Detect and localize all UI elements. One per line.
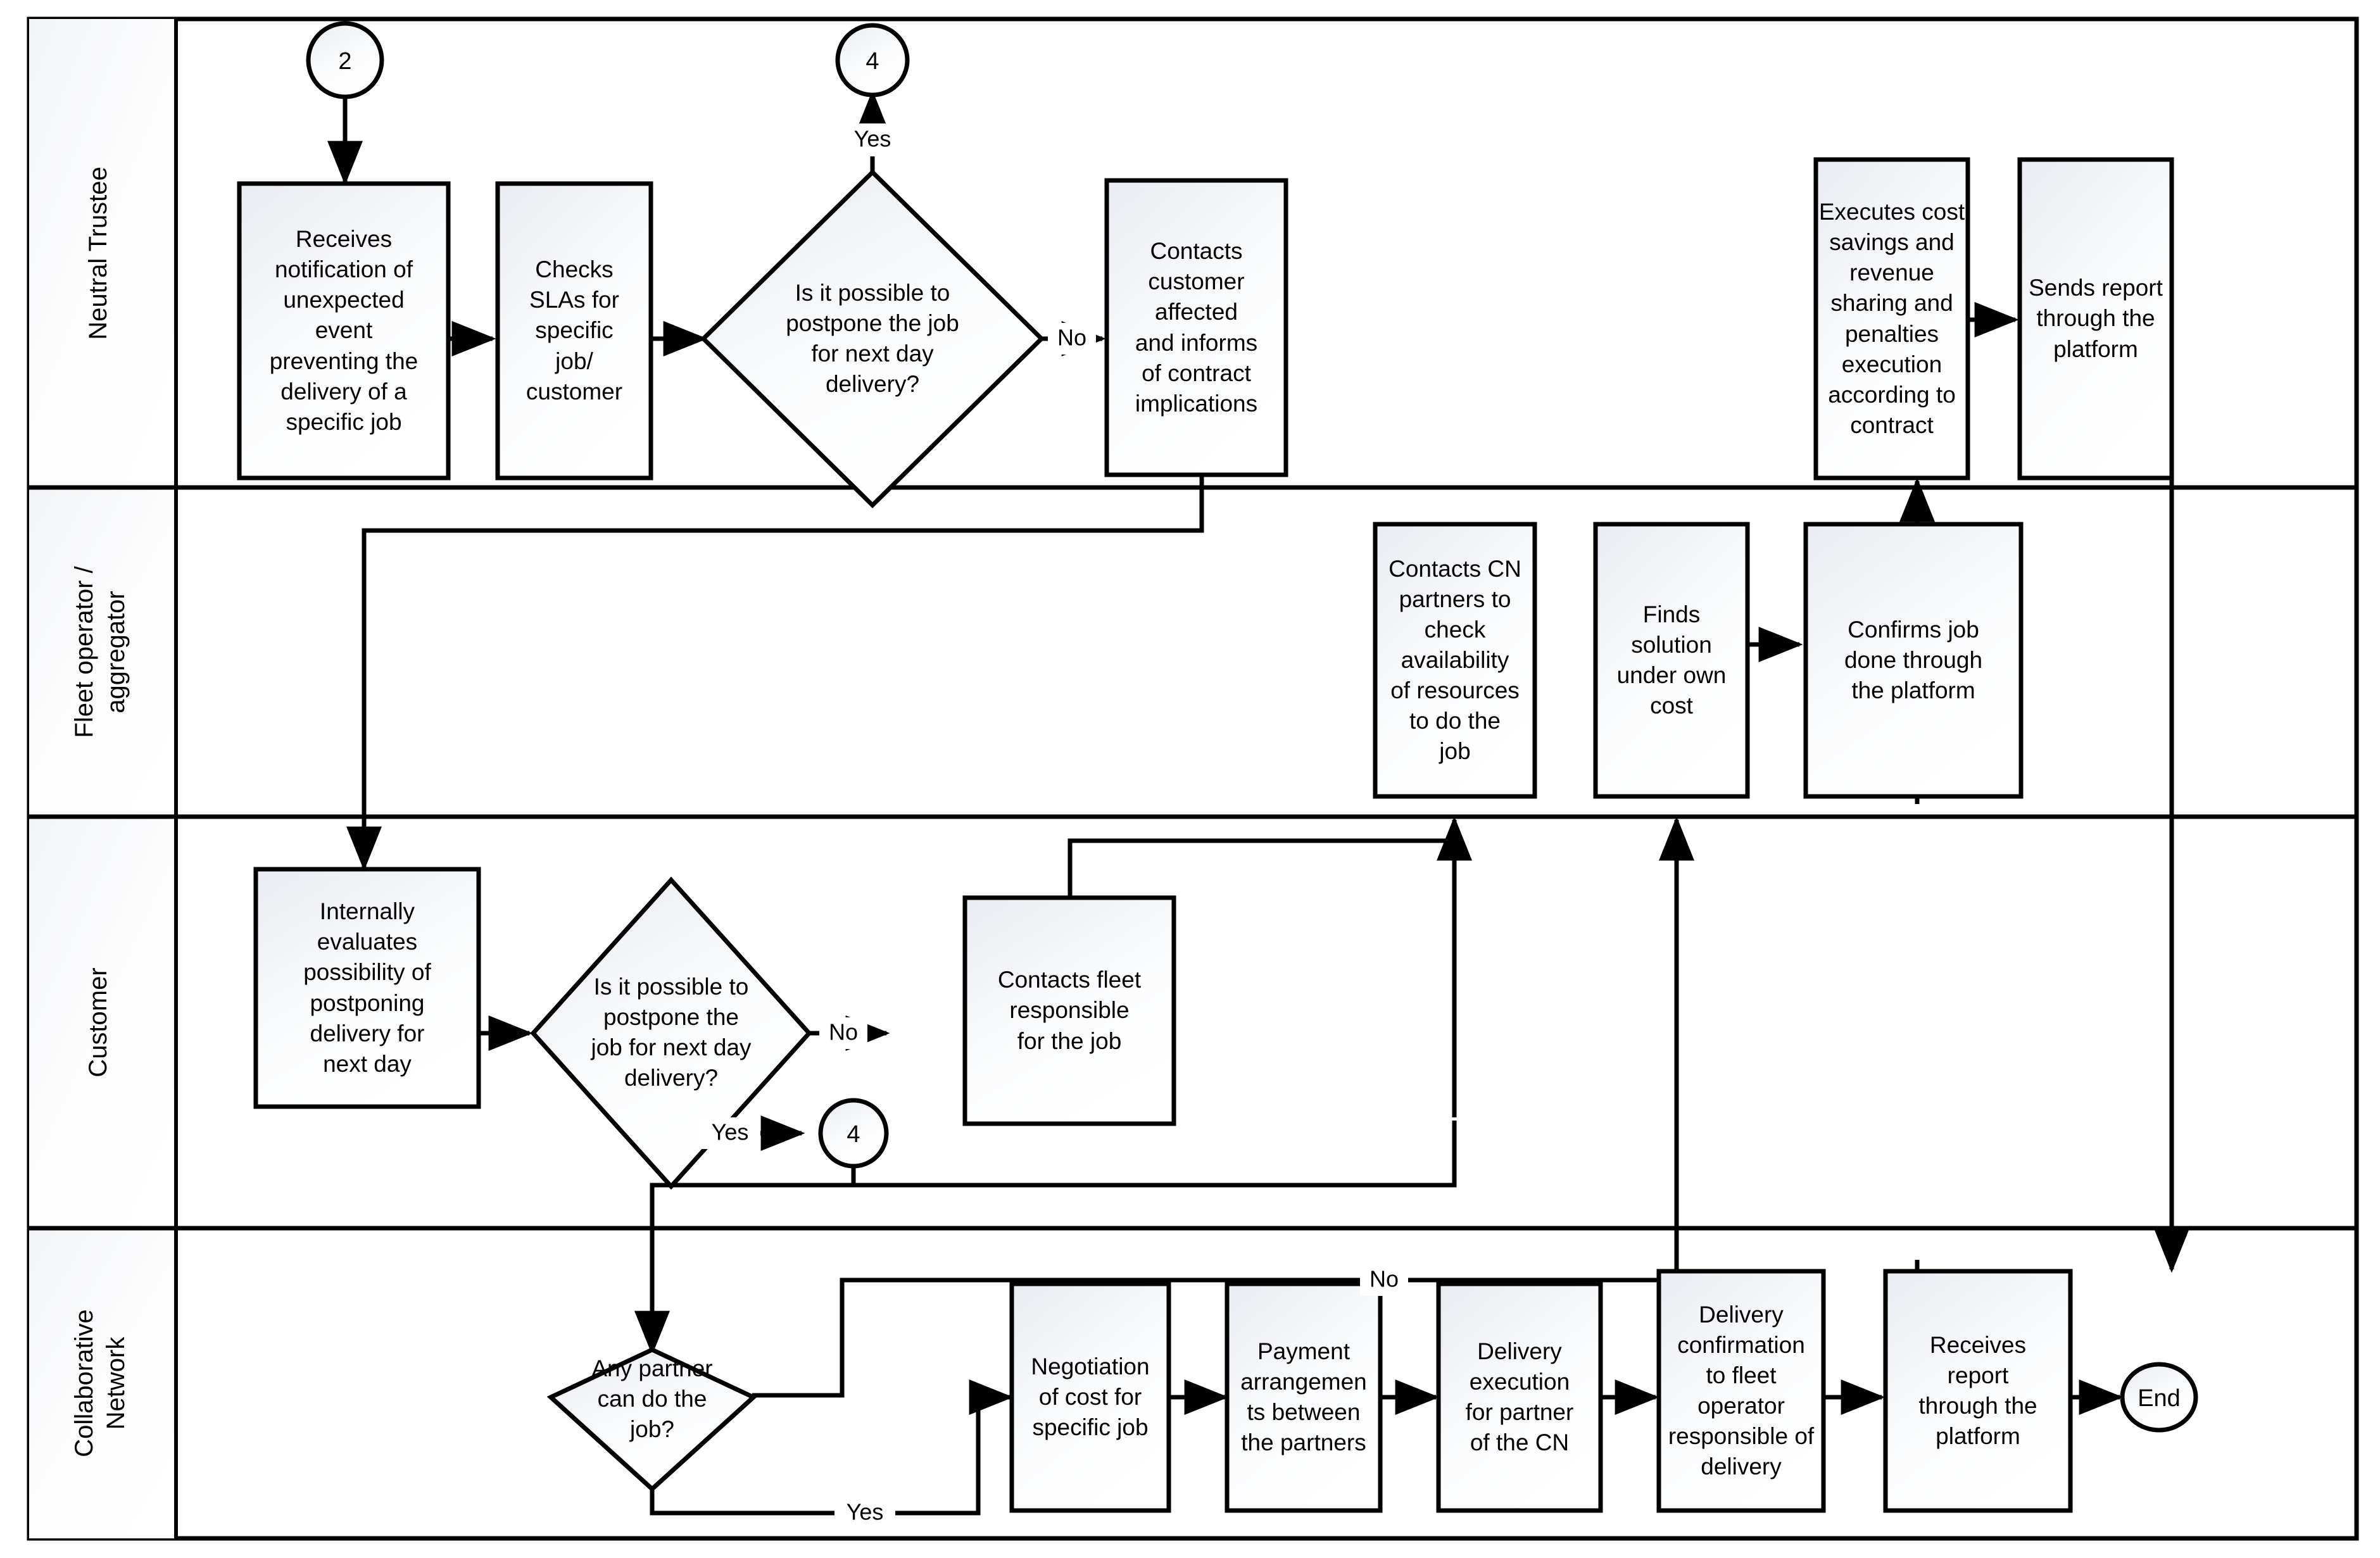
node-label: Confirms job done through the platform	[1844, 616, 1983, 704]
node-label: 4	[866, 48, 879, 75]
node-end-event[interactable]: End	[2120, 1362, 2198, 1433]
edge-anypartner-no	[752, 1278, 1677, 1398]
node-finds-solution[interactable]: Finds solution under own cost	[1592, 522, 1751, 799]
node-label: Contacts customer affected and informs o…	[1135, 238, 1258, 417]
lane-label-text: Customer	[84, 967, 112, 1077]
lane-label-text: Neutral Trustee	[84, 166, 112, 339]
edge-label-text: Yes	[847, 1499, 884, 1525]
node-label: Payment arrangemen ts between the partne…	[1240, 1338, 1367, 1456]
node-label: Negotiation of cost for specific job	[1031, 1353, 1150, 1441]
node-receives-notification[interactable]: Receives notification of unexpected even…	[237, 181, 451, 481]
node-label: Delivery confirmation to fleet operator …	[1668, 1301, 1815, 1480]
node-connector-4-customer[interactable]: 4	[818, 1098, 889, 1169]
node-label: Receives report through the platform	[1918, 1331, 2037, 1450]
node-confirms-job-done[interactable]: Confirms job done through the platform	[1803, 522, 2024, 799]
edge-label-text: Yes	[712, 1119, 749, 1145]
edge-label-text: No	[829, 1019, 858, 1045]
node-checks-slas[interactable]: Checks SLAs for specific job/ customer	[495, 181, 653, 481]
node-label: Any partner can do the job?	[591, 1355, 713, 1443]
node-label: Is it possible to postpone the job for n…	[786, 279, 959, 398]
node-label: Internally evaluates possibility of post…	[303, 898, 431, 1077]
node-label: End	[2138, 1385, 2181, 1412]
edge-contacts-customer-to-internally-eval	[346, 475, 1204, 871]
lane-label-text: Fleet operator /aggregator	[70, 565, 130, 738]
node-label: Is it possible to postpone the job for n…	[591, 973, 752, 1091]
node-label: Contacts CN partners to check availabili…	[1388, 555, 1521, 765]
node-label: 2	[338, 48, 351, 75]
node-label: Checks SLAs for specific job/ customer	[526, 256, 623, 405]
edge-label-no-customer: No	[819, 1017, 867, 1049]
node-contacts-fleet-responsible[interactable]: Contacts fleet responsible for the job	[962, 895, 1176, 1126]
edge-labels: Yes No No Yes No Yes	[700, 123, 1408, 1529]
node-label: Sends report through the platform	[2029, 275, 2163, 362]
edge-loop-rail-right	[652, 1121, 1457, 1188]
node-start-2[interactable]: 2	[306, 21, 384, 99]
node-receives-report[interactable]: Receives report through the platform	[1882, 1269, 2074, 1513]
node-sends-report[interactable]: Sends report through the platform	[2016, 157, 2175, 481]
node-executes-cost-savings[interactable]: Executes cost savings and revenue sharin…	[1812, 157, 1972, 481]
node-delivery-confirmation[interactable]: Delivery confirmation to fleet operator …	[1651, 1269, 1831, 1513]
edge-label-text: No	[1369, 1266, 1399, 1292]
node-internally-evaluates[interactable]: Internally evaluates possibility of post…	[253, 867, 481, 1109]
edge-label-text: No	[1057, 325, 1086, 351]
lane-label-neutral-trustee: Neutral Trustee	[84, 166, 112, 339]
node-decision-any-partner[interactable]: Any partner can do the job?	[543, 1336, 761, 1492]
node-decision-postpone-trustee[interactable]: Is it possible to postpone the job for n…	[700, 169, 1045, 508]
node-label: Receives notification of unexpected even…	[269, 226, 419, 435]
node-contacts-customer[interactable]: Contacts customer affected and informs o…	[1104, 178, 1288, 477]
edge-anypartner-yes-leg	[650, 1397, 981, 1516]
edge-label-no-trustee: No	[1048, 323, 1096, 355]
edge-label-yes-customer: Yes	[700, 1117, 760, 1149]
node-label: Contacts fleet responsible for the job	[997, 967, 1142, 1054]
edge-label-yes-trustee: Yes	[843, 123, 902, 156]
node-label: Executes cost savings and revenue sharin…	[1818, 199, 1965, 438]
lane-label-customer: Customer	[84, 967, 112, 1077]
node-label: Delivery execution for partner of the CN	[1465, 1338, 1574, 1456]
node-decision-postpone-customer[interactable]: Is it possible to postpone the job for n…	[530, 876, 812, 1190]
node-label: Finds solution under own cost	[1616, 601, 1727, 719]
edge-label-text: Yes	[854, 126, 891, 152]
node-delivery-execution[interactable]: Delivery execution for partner of the CN	[1435, 1281, 1604, 1513]
node-label: 4	[847, 1121, 860, 1148]
node-negotiation-of-cost[interactable]: Negotiation of cost for specific job	[1008, 1281, 1173, 1513]
lane-label-fleet-operator: Fleet operator /aggregator	[70, 565, 130, 738]
node-connector-4-top[interactable]: 4	[835, 23, 910, 97]
edge-label-no-collaborative: No	[1360, 1264, 1408, 1296]
edge-label-yes-collaborative: Yes	[834, 1497, 895, 1529]
node-contacts-cn-partners[interactable]: Contacts CN partners to check availabili…	[1371, 522, 1539, 799]
node-payment-arrangements[interactable]: Payment arrangemen ts between the partne…	[1223, 1281, 1384, 1513]
